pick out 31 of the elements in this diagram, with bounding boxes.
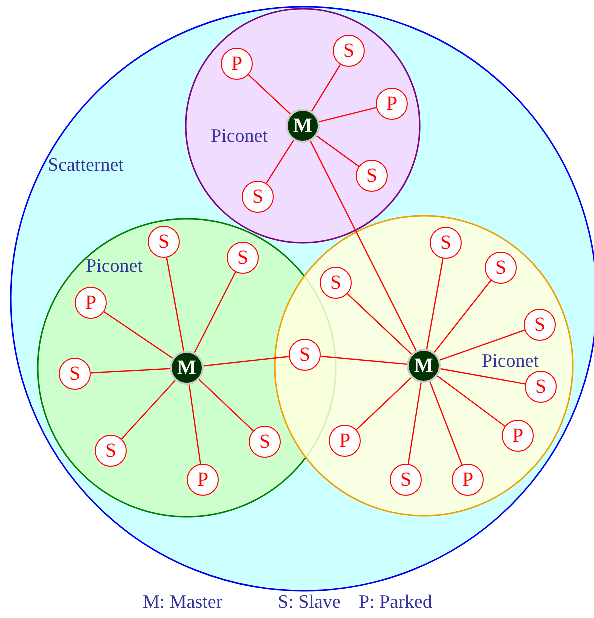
connection-line — [311, 64, 342, 112]
connection-line — [440, 368, 526, 385]
connection-line — [90, 368, 170, 374]
connection-line — [426, 258, 444, 350]
connection-line — [320, 356, 408, 366]
connection-line — [166, 258, 185, 352]
connection-line — [430, 382, 463, 466]
connection-line — [266, 140, 294, 184]
network-label: Scatternet — [48, 155, 124, 177]
connection-line — [356, 377, 412, 430]
connection-line — [188, 384, 202, 464]
network-label: Piconet — [482, 351, 539, 373]
connection-line — [121, 380, 176, 440]
connection-line — [437, 376, 506, 427]
connection-line — [319, 107, 377, 122]
connection-line — [347, 294, 412, 355]
legend-text: P: Parked — [359, 592, 432, 614]
legend-text: M: Master — [143, 592, 223, 614]
connection-line — [310, 140, 417, 352]
connection-line — [434, 280, 492, 353]
connection-line — [248, 74, 292, 115]
network-label: Piconet — [211, 126, 268, 148]
connection-line — [440, 330, 526, 361]
connection-line — [204, 356, 290, 367]
connection-line — [104, 311, 174, 359]
legend-text: S: Slave — [278, 592, 341, 614]
connection-line — [198, 379, 254, 432]
connection-line — [194, 272, 236, 354]
connection-line — [408, 382, 422, 464]
network-label: Piconet — [86, 256, 143, 278]
connection-line — [316, 135, 360, 168]
